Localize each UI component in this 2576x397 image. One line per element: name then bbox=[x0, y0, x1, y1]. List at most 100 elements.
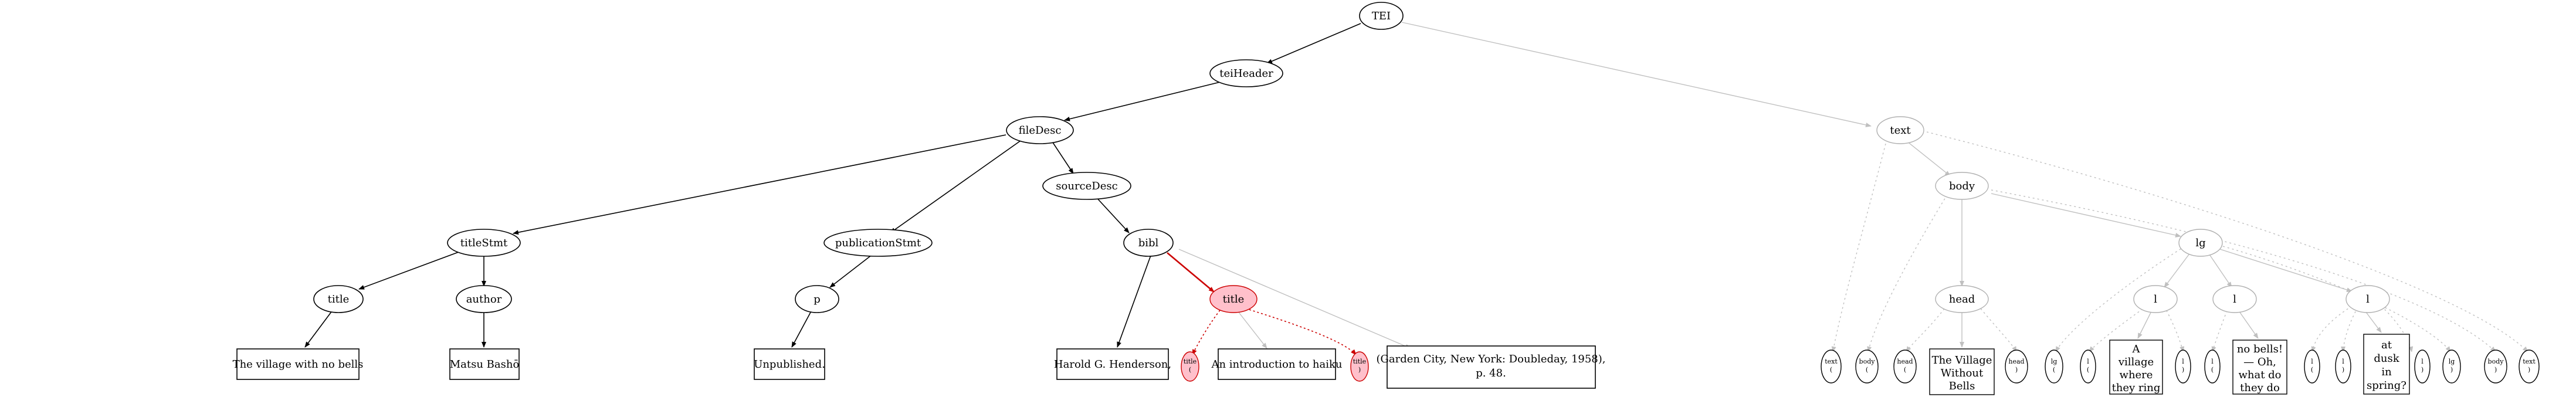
leaf-unpublished: Unpublished. bbox=[754, 348, 825, 380]
svg-text:An introduction to haiku: An introduction to haiku bbox=[1211, 358, 1342, 371]
marker-l3-close2: l ) bbox=[2414, 350, 2431, 384]
edge-lg-lg-open bbox=[2055, 246, 2185, 352]
svg-text:fileDesc: fileDesc bbox=[1019, 124, 1062, 137]
node-filedesc: fileDesc bbox=[1006, 116, 1074, 144]
svg-text:The Village: The Village bbox=[1932, 354, 1992, 367]
svg-text:no bells!: no bells! bbox=[2237, 343, 2283, 355]
svg-text:The village with no bells: The village with no bells bbox=[233, 358, 364, 371]
svg-text:(: ( bbox=[2087, 366, 2089, 374]
svg-text:body: body bbox=[1949, 180, 1975, 192]
svg-text:village: village bbox=[2118, 356, 2154, 368]
edge-tei-text bbox=[1401, 22, 1872, 127]
svg-text:(: ( bbox=[1189, 366, 1191, 374]
node-body: body bbox=[1935, 172, 1989, 200]
edge-l3-l3-close bbox=[2341, 307, 2358, 352]
svg-text:dusk: dusk bbox=[2374, 352, 2399, 365]
node-sourcedesc: sourceDesc bbox=[1042, 172, 1131, 200]
edge-l1-content bbox=[2137, 308, 2153, 339]
marker-title-open: title ( bbox=[1181, 351, 1199, 382]
svg-text:teiHeader: teiHeader bbox=[1219, 67, 1273, 80]
svg-text:where: where bbox=[2120, 369, 2153, 381]
svg-text:lg: lg bbox=[2449, 358, 2455, 365]
svg-text:(: ( bbox=[1904, 366, 1906, 374]
marker-body-open: body ( bbox=[1855, 350, 1879, 384]
marker-text-open: text ( bbox=[1821, 350, 1842, 384]
svg-text:Harold G. Henderson,: Harold G. Henderson, bbox=[1054, 358, 1171, 371]
edge-lg-l1 bbox=[2164, 252, 2191, 288]
edge-l2-l2-open bbox=[2211, 306, 2229, 352]
svg-text:l: l bbox=[2182, 358, 2184, 365]
svg-text:bibl: bibl bbox=[1138, 237, 1159, 249]
node-lg: lg bbox=[2178, 229, 2223, 257]
edge-lg-l2 bbox=[2208, 252, 2232, 288]
svg-text:lg: lg bbox=[2195, 237, 2205, 249]
svg-text:): ) bbox=[2528, 366, 2530, 374]
leaf-l2-content: no bells! — Oh, what do they do bbox=[2232, 340, 2287, 395]
svg-text:(: ( bbox=[1866, 366, 1868, 374]
svg-text:): ) bbox=[2342, 366, 2344, 374]
svg-text:): ) bbox=[2494, 366, 2497, 374]
svg-text:l: l bbox=[2087, 358, 2089, 365]
marker-l1-open: l ( bbox=[2080, 350, 2096, 384]
leaf-head-content: The Village Without Bells bbox=[1929, 348, 1995, 395]
svg-text:title: title bbox=[1184, 358, 1197, 365]
svg-text:l: l bbox=[2421, 358, 2424, 365]
edge-lg-lg-close bbox=[2222, 246, 2451, 352]
edge-publicationstmt-p bbox=[829, 253, 875, 288]
edge-body-body-open bbox=[1867, 194, 1948, 352]
svg-text:body: body bbox=[1859, 358, 1876, 365]
svg-text:l: l bbox=[2211, 358, 2214, 365]
edge-title-open-dotted bbox=[1192, 310, 1221, 355]
svg-text:text: text bbox=[1890, 124, 1911, 137]
svg-text:spring?: spring? bbox=[2367, 379, 2406, 392]
svg-text:l: l bbox=[2342, 358, 2344, 365]
svg-text:head: head bbox=[1949, 293, 1975, 306]
svg-text:head: head bbox=[2008, 358, 2024, 365]
edge-tei-teiheader bbox=[1266, 23, 1361, 64]
svg-text:titleStmt: titleStmt bbox=[460, 237, 508, 249]
svg-text:title: title bbox=[1223, 293, 1245, 306]
svg-text:p: p bbox=[814, 293, 821, 306]
edge-filedesc-sourcedesc bbox=[1051, 140, 1074, 174]
svg-text:l: l bbox=[2311, 358, 2313, 365]
svg-text:Unpublished.: Unpublished. bbox=[754, 358, 825, 371]
node-author: author bbox=[456, 285, 512, 313]
node-l2: l bbox=[2212, 285, 2257, 313]
svg-text:body: body bbox=[2488, 358, 2504, 365]
edge-sourcedesc-bibl bbox=[1093, 194, 1130, 233]
edge-filedesc-titlestmt bbox=[513, 134, 1006, 235]
leaf-title-content: An introduction to haiku bbox=[1211, 348, 1343, 380]
edge-head-head-close bbox=[1977, 304, 2017, 352]
svg-text:l: l bbox=[2366, 293, 2370, 306]
node-text: text bbox=[1876, 116, 1924, 144]
edge-bibl-title-red bbox=[1167, 252, 1215, 293]
svg-text:author: author bbox=[466, 293, 502, 306]
leaf-l3-content: at dusk in spring? bbox=[2363, 334, 2410, 395]
svg-text:): ) bbox=[2450, 366, 2453, 374]
svg-text:in: in bbox=[2381, 366, 2392, 378]
svg-text:what do: what do bbox=[2238, 369, 2281, 381]
marker-l3-close: l ) bbox=[2335, 350, 2351, 384]
svg-text:Matsu Bashō: Matsu Bashō bbox=[450, 358, 520, 371]
edge-text-text-open bbox=[1831, 143, 1886, 352]
svg-text:(: ( bbox=[2053, 366, 2055, 374]
node-p: p bbox=[795, 285, 839, 313]
leaf-author-text: Matsu Bashō bbox=[449, 348, 520, 380]
marker-text-close: text ) bbox=[2519, 350, 2540, 384]
svg-text:Without: Without bbox=[1941, 367, 1984, 379]
svg-text:head: head bbox=[1897, 358, 1913, 365]
svg-text:p. 48.: p. 48. bbox=[1476, 367, 1506, 379]
svg-text:at: at bbox=[2381, 339, 2392, 351]
leaf-title-text: The village with no bells bbox=[233, 348, 364, 380]
svg-text:they do: they do bbox=[2240, 382, 2280, 394]
svg-text:): ) bbox=[2015, 366, 2018, 374]
edge-l3-l3-open bbox=[2311, 306, 2353, 352]
node-title-highlight: title bbox=[1209, 285, 1258, 313]
edge-l2-content bbox=[2237, 308, 2259, 339]
svg-text:— Oh,: — Oh, bbox=[2243, 356, 2276, 368]
edge-bibl-imprint bbox=[1178, 249, 1411, 349]
node-head: head bbox=[1935, 285, 1989, 313]
svg-text:sourceDesc: sourceDesc bbox=[1056, 180, 1117, 192]
edge-p-unpublished bbox=[791, 308, 813, 348]
